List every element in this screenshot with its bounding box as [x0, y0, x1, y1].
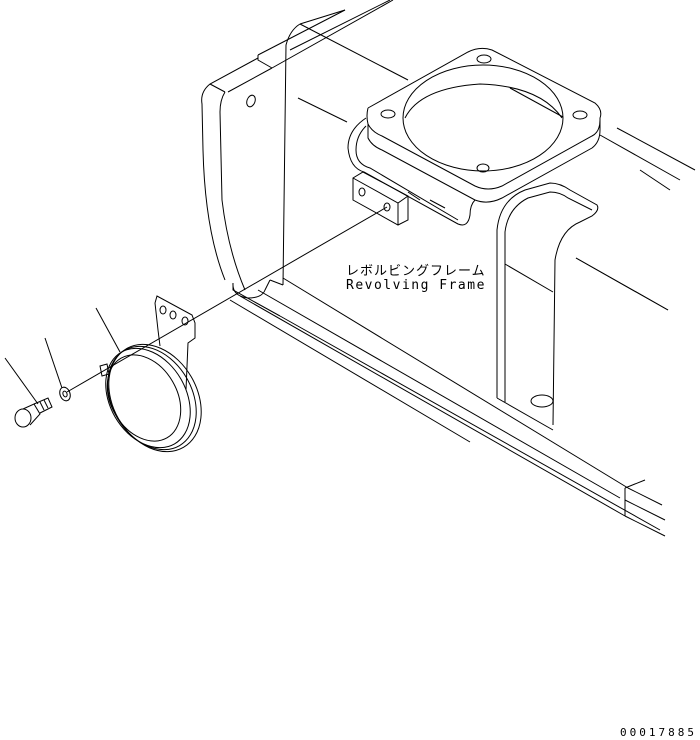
washer-leader-line	[44, 337, 63, 389]
washer	[59, 386, 71, 402]
horn-leader-line	[95, 307, 121, 353]
mounting-block	[352, 171, 409, 226]
assembly-centerline	[66, 206, 388, 393]
bolt-leader-line	[4, 357, 39, 405]
revolving-frame	[201, 0, 696, 537]
drawing-number: 00017885	[620, 726, 697, 739]
bolt	[14, 397, 53, 428]
mount-flange	[347, 47, 602, 226]
frame-label-japanese: レボルビングフレーム	[346, 264, 486, 279]
frame-label-english: Revolving Frame	[346, 278, 486, 293]
horn-assembly	[99, 295, 202, 453]
